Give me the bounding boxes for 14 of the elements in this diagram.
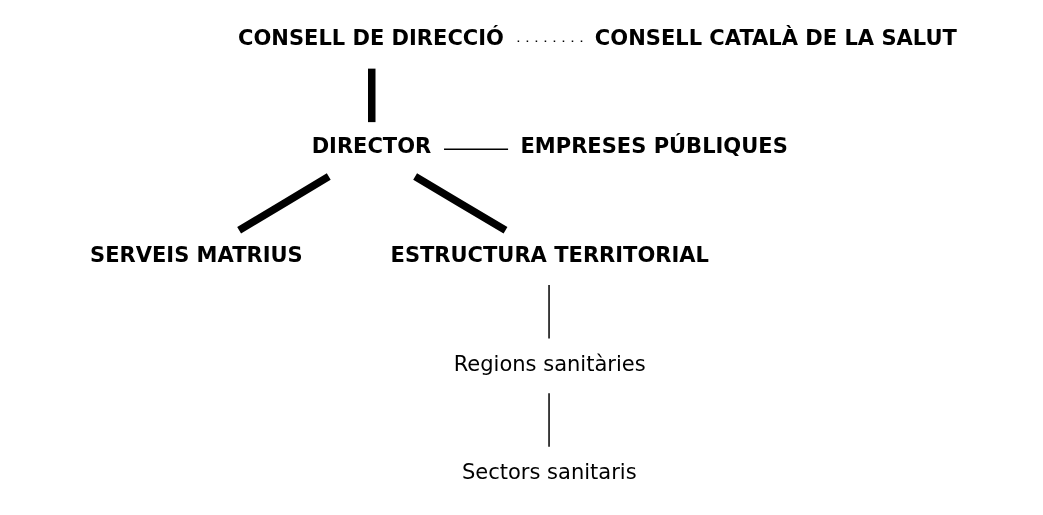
connector (442, 148, 509, 151)
node-text: Sectors sanitaris (461, 459, 637, 485)
node-text: CONSELL DE DIRECCIÓ (237, 25, 504, 51)
node-text: SERVEIS MATRIUS (89, 241, 303, 267)
connector (236, 173, 331, 234)
node-text: ESTRUCTURA TERRITORIAL (390, 241, 709, 267)
connector (516, 40, 584, 42)
node-text: CONSELL CATALÀ DE LA SALUT (594, 25, 957, 51)
node-text: DIRECTOR (311, 133, 431, 159)
connector (412, 173, 507, 234)
node-text: Regions sanitàries (453, 351, 646, 377)
node-text: EMPRESES PÚBLIQUES (520, 133, 788, 159)
connector (547, 284, 550, 340)
connector (547, 392, 550, 448)
